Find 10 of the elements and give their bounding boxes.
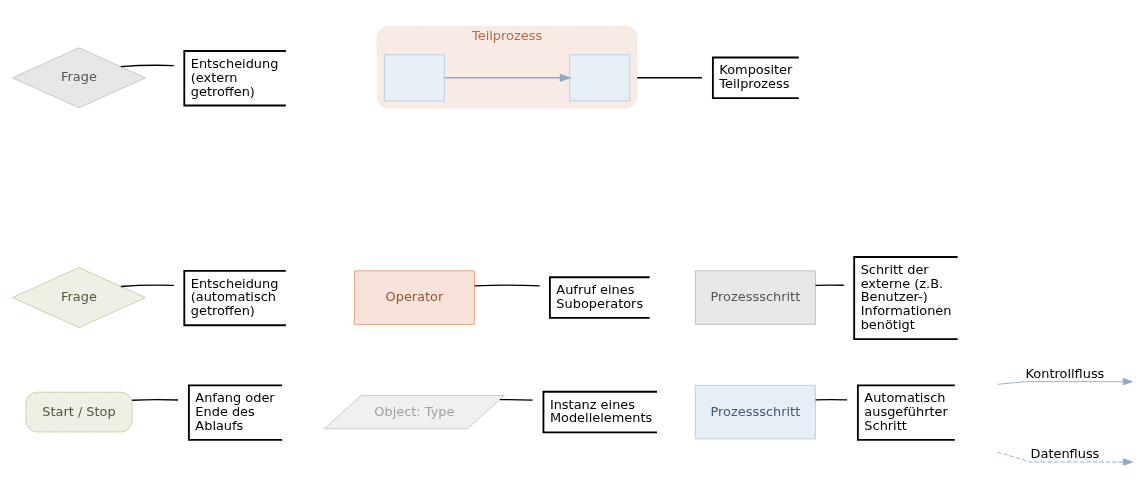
- legend-label: Datenfluss: [1030, 445, 1100, 461]
- node-text: Aufruf eines Suboperators: [556, 281, 644, 311]
- node-text: Automatisch ausgeführter Schritt: [864, 389, 948, 433]
- node-text: Anfang oder Ende des Ablaufs: [195, 389, 275, 433]
- node-text: Entscheidung (extern getroffen): [190, 55, 279, 99]
- legend-label: Kontrollfluss: [1025, 365, 1105, 381]
- node-text: Entscheidung (automatisch getroffen): [190, 275, 279, 318]
- node-text: Instanz eines Modellelements: [549, 396, 653, 425]
- node-text: Kompositer Teilprozess: [719, 61, 793, 91]
- node-text: Schritt der externe (z.B. Benutzer-) Informationen benötigt: [860, 261, 952, 332]
